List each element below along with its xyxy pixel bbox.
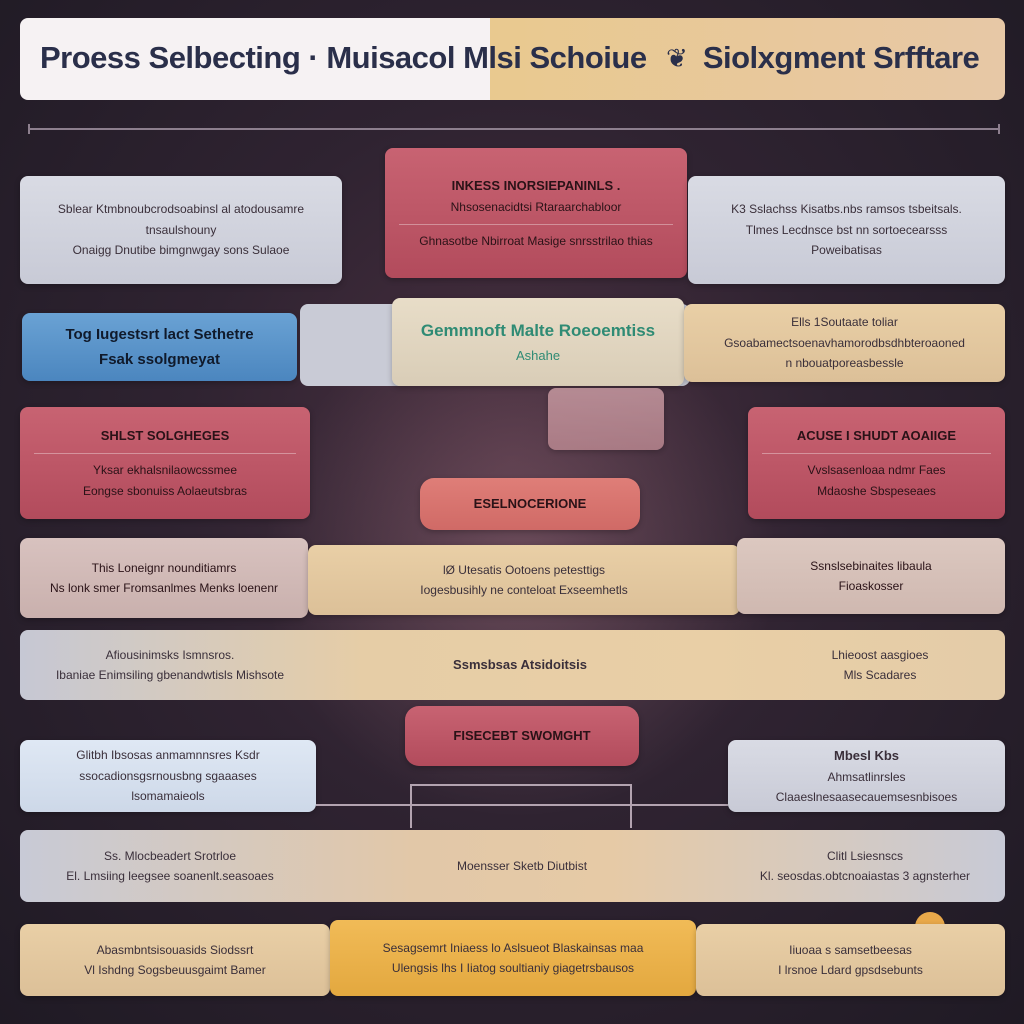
row8-right-line1: Iiuoaa s samsetbeesas <box>789 942 912 957</box>
row5-center-label: Ssmsbsas Atsidoitsis <box>453 656 587 672</box>
row2-right-line3: n nbouatporeasbessle <box>785 356 904 371</box>
row3-right-separator <box>762 453 991 455</box>
row3-left-separator <box>34 453 296 455</box>
row6-right-line3: Claaeslnesaasecauemsesnbisoes <box>775 790 958 805</box>
row6-left-line3: lsomamaieols <box>131 789 205 804</box>
divider-cap-right <box>998 124 1000 134</box>
row1-left-line2: tnsaulshouny <box>145 222 217 237</box>
row6-right-line2: Ahmsatlinrsles <box>827 769 906 784</box>
row7-band <box>20 830 1005 902</box>
row6-left-line2: ssocadionsgsrnousbng sgaaases <box>79 768 257 783</box>
row4-right-line1: Ssnslsebinaites libaula <box>810 558 932 573</box>
row8-left-line2: Vl Ishdng Sogsbeuusgaimt Bamer <box>84 963 266 977</box>
row7-right-line2: Kl. seosdas.obtcnoaiastas 3 agnsterher <box>759 869 971 883</box>
row7-left-line2: El. Lmsiing leegsee soanenlt.seasoaes <box>66 869 274 883</box>
row8-left-line1: Abasmbntsisouasids Siodssrt <box>96 942 254 957</box>
row2-center-title: Gemmnoft Malte Roeoemtiss <box>420 320 656 340</box>
row2-right-line2: Gsoabamectsoenavhamorodbsdhbteroaoned <box>724 335 965 350</box>
row2-left-box[interactable]: Tog Iugestsrt lact Sethetre Fsak ssolgme… <box>22 313 297 381</box>
divider-cap-left <box>28 124 30 134</box>
row3-center-tab <box>548 388 664 450</box>
row6-right-line1: Mbesl Kbs <box>833 747 899 763</box>
row7-left-box[interactable]: Ss. Mlocbeadert Srotrloe El. Lmsiing lee… <box>20 832 320 900</box>
row5-center-box[interactable]: Ssmsbsas Atsidoitsis <box>390 632 650 698</box>
row5-left-line1: Afiousinimsks Ismnsros. <box>105 647 235 662</box>
row2-center-subtitle: Ashahe <box>515 348 561 364</box>
row5-left-box[interactable]: Afiousinimsks Ismnsros. Ibaniae Enimsili… <box>20 632 320 698</box>
row3-left-line2: Yksar ekhalsnilaowcssmee <box>92 463 238 478</box>
row6-center-label: FISECEBT SWOMGHT <box>453 727 591 743</box>
row1-right-box[interactable]: K3 Sslachss Kisatbs.nbs ramsos tsbeitsal… <box>688 176 1005 284</box>
row5-band <box>20 630 1005 700</box>
title-left-panel <box>20 18 490 100</box>
row3-left-box[interactable]: SHLST SOLGHEGES Yksar ekhalsnilaowcssmee… <box>20 407 310 519</box>
row3-left-title: SHLST SOLGHEGES <box>100 428 230 444</box>
row6-left-line1: Glitbh Ibsosas anmamnnsres Ksdr <box>76 748 260 763</box>
row1-center-separator <box>399 223 673 225</box>
row1-center-line2: Nhsosenacidtsi Rtaraarchabloor <box>450 200 622 215</box>
row2-right-line1: Ells 1Soutaate toliar <box>791 315 898 330</box>
row5-right-line1: Lhieoost aasgioes <box>831 647 929 662</box>
page-title: Proess Selbecting · Muisacol Mlsi Schoiu… <box>40 18 980 100</box>
title-bar: Proess Selbecting · Muisacol Mlsi Schoiu… <box>20 18 1005 100</box>
row3-center-pill[interactable]: ESELNOCERIONE <box>420 478 640 530</box>
row7-right-box[interactable]: Clitl Lsiesnscs Kl. seosdas.obtcnoaiasta… <box>730 832 1000 900</box>
row1-center-box[interactable]: INKESS INORSIEPANINLS . Nhsosenacidtsi R… <box>385 148 687 278</box>
row3-left-line3: Eongse sbonuiss Aolaeutsbras <box>82 483 248 498</box>
row8-center-line1: Sesagsemrt Iniaess lo Aslsueot Blaskains… <box>382 940 644 955</box>
row5-left-line2: Ibaniae Enimsiling gbenandwtisls Mishsot… <box>55 668 285 682</box>
row6-connector-link <box>316 804 728 806</box>
row1-right-line2: Tlmes Lecdnsce bst nn sortoecearsss <box>745 222 948 237</box>
row1-left-line3: Onaigg Dnutibe bimgnwgay sons Sulaoe <box>72 243 290 258</box>
row6-left-box[interactable]: Glitbh Ibsosas anmamnnsres Ksdr ssocadio… <box>20 740 316 812</box>
row8-center-box[interactable]: Sesagsemrt Iniaess lo Aslsueot Blaskains… <box>330 920 696 996</box>
row8-center-line2: Ulengsis lhs I Iiatog soultianiy giagetr… <box>391 961 635 975</box>
row4-center-line2: Iogesbusihly ne conteloat Exseemhetls <box>420 583 628 597</box>
page-title-part2: Siolxgment Srfftare <box>702 40 980 75</box>
row3-right-box[interactable]: ACUSE I SHUDT AOAIIGE Vvslsasenloaa ndmr… <box>748 407 1005 519</box>
row1-left-box[interactable]: Sblear Ktmbnoubcrodsoabinsl al atodousam… <box>20 176 342 284</box>
logo-icon: ❦ <box>666 43 688 73</box>
row2-right-box[interactable]: Ells 1Soutaate toliar Gsoabamectsoenavha… <box>684 304 1005 382</box>
row2-left-line1: Tog Iugestsrt lact Sethetre <box>65 325 254 343</box>
row6-right-box[interactable]: Mbesl Kbs Ahmsatlinrsles Claaeslnesaasec… <box>728 740 1005 812</box>
row7-center-label: Moensser Sketb Diutbist <box>456 858 588 873</box>
row6-connector-left <box>410 784 412 828</box>
row4-right-box[interactable]: Ssnslsebinaites libaula Fioaskosser <box>737 538 1005 614</box>
row3-right-title: ACUSE I SHUDT AOAIIGE <box>796 428 957 444</box>
row4-center-line1: lØ Utesatis Ootoens petesttigs <box>442 562 606 577</box>
row1-center-title: INKESS INORSIEPANINLS . <box>451 178 621 194</box>
row2-center-box[interactable]: Gemmnoft Malte Roeoemtiss Ashahe <box>392 298 684 386</box>
row3-right-line2: Vvslsasenloaa ndmr Faes <box>807 463 946 478</box>
divider-rule <box>28 128 1000 130</box>
row2-left-line2: Fsak ssolgmeyat <box>99 351 220 368</box>
title-right-panel <box>490 18 1005 100</box>
row5-right-line2: Mls Scadares <box>843 668 917 682</box>
row4-left-line1: This Loneignr nounditiamrs <box>91 560 237 575</box>
row3-center-label: ESELNOCERIONE <box>473 495 587 511</box>
row8-left-box[interactable]: Abasmbntsisouasids Siodssrt Vl Ishdng So… <box>20 924 330 996</box>
row4-center-box[interactable]: lØ Utesatis Ootoens petesttigs Iogesbusi… <box>308 545 740 615</box>
row4-left-line2: Ns lonk smer Fromsanlmes Menks loenenr <box>49 581 279 595</box>
row8-right-line2: I lrsnoe Ldard gpsdsebunts <box>778 963 923 977</box>
row4-right-line2: Fioaskosser <box>838 579 904 593</box>
row1-left-line1: Sblear Ktmbnoubcrodsoabinsl al atodousam… <box>57 202 305 217</box>
row6-connector-right <box>630 784 632 828</box>
row8-right-box[interactable]: Iiuoaa s samsetbeesas I lrsnoe Ldard gps… <box>696 924 1005 996</box>
row3-right-line3: Mdaoshe Sbspeseaes <box>817 483 936 498</box>
row7-right-line1: Clitl Lsiesnscs <box>826 848 904 863</box>
row6-connector-h <box>410 784 632 786</box>
row1-right-line1: K3 Sslachss Kisatbs.nbs ramsos tsbeitsal… <box>731 202 962 217</box>
row1-right-line3: Poweibatisas <box>811 243 882 258</box>
row6-center-pill[interactable]: FISECEBT SWOMGHT <box>405 706 639 766</box>
row1-center-line3: Ghnasotbe Nbirroat Masige snrsstrilao th… <box>419 233 653 248</box>
row7-center-box[interactable]: Moensser Sketb Diutbist <box>392 832 652 900</box>
page-title-part1: Proess Selbecting · Muisacol Mlsi Schoiu… <box>40 40 647 75</box>
row7-left-line1: Ss. Mlocbeadert Srotrloe <box>103 848 237 863</box>
row4-left-box[interactable]: This Loneignr nounditiamrs Ns lonk smer … <box>20 538 308 618</box>
row5-right-box[interactable]: Lhieoost aasgioes Mls Scadares <box>760 632 1000 698</box>
